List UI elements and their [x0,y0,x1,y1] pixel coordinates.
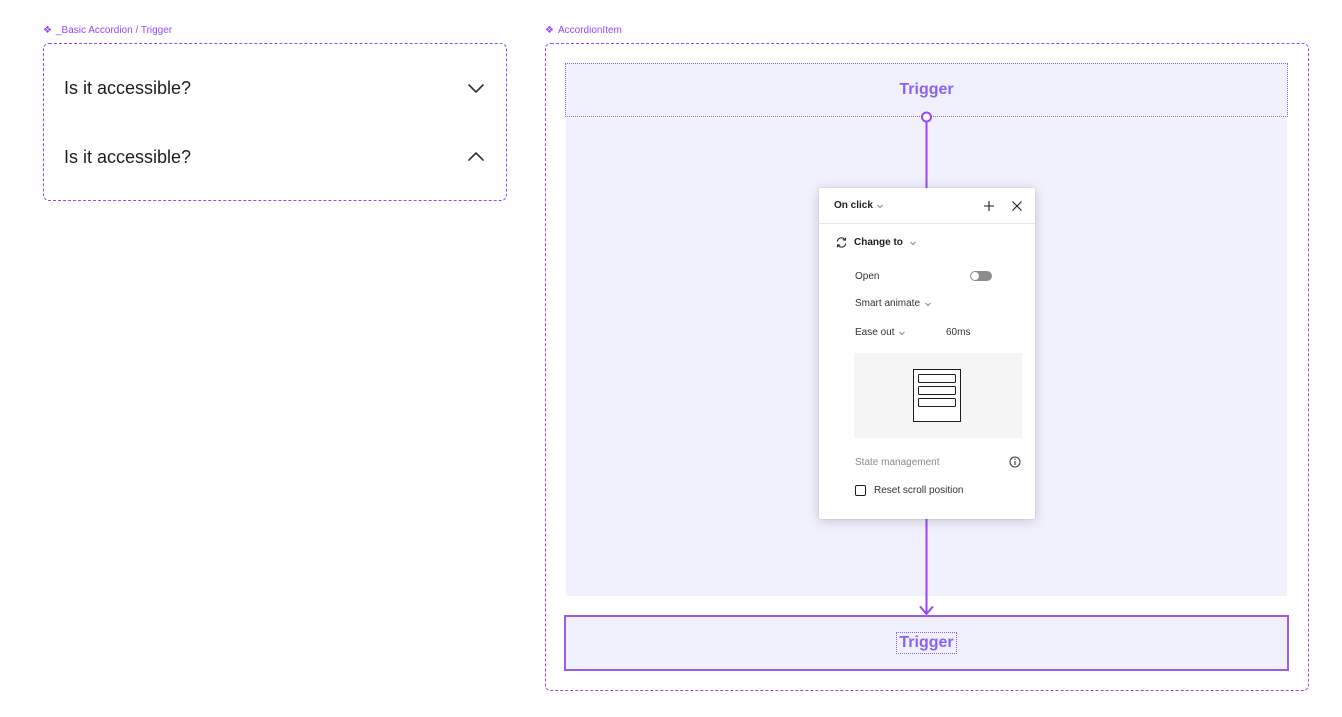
animation-label: Smart animate [855,298,921,309]
action-dropdown[interactable]: Change to [835,236,1035,249]
toggle-knob [971,272,979,280]
chevron-down-icon [925,302,931,306]
accordion-title: Is it accessible? [64,146,192,167]
property-name: Open [855,270,880,282]
interaction-header: On click [819,188,1035,224]
component-label-text: AccordionItem [557,25,622,36]
add-action-button[interactable] [981,198,997,214]
component-icon: ❖ [545,24,554,36]
property-row-open: Open [855,270,1035,282]
accordion-preview-icon [913,369,961,422]
component-label-basic-accordion[interactable]: ❖ _Basic Accordion / Trigger [43,25,172,36]
trigger-layer-top[interactable]: Trigger [565,63,1288,117]
state-management-label: State management [855,456,940,468]
reset-scroll-checkbox[interactable] [855,485,866,496]
accordion-item-frame[interactable] [545,43,1309,691]
basic-accordion-frame[interactable]: Is it accessible? Is it accessible? [43,43,507,201]
reset-scroll-row[interactable]: Reset scroll position [855,485,1035,496]
component-icon: ❖ [43,24,52,36]
interaction-details-panel[interactable]: On click Change to [819,188,1035,519]
animation-dropdown[interactable]: Smart animate [855,298,1035,309]
component-label-accordion-item[interactable]: ❖ AccordionItem [545,25,622,36]
trigger-event-dropdown[interactable]: On click [834,200,884,211]
plus-icon [984,200,994,211]
chevron-down-icon [899,331,906,335]
duration-input[interactable]: 60ms [946,327,971,338]
state-management-row: State management [855,456,1021,468]
easing-dropdown[interactable]: Ease out [855,327,895,338]
easing-row: Ease out 60ms [855,327,1035,338]
chevron-down-icon [877,204,883,208]
open-toggle[interactable] [970,271,992,281]
accordion-title: Is it accessible? [64,77,192,98]
trigger-layer-bottom-selected[interactable]: Trigger [564,615,1289,671]
trigger-label: Trigger [899,81,954,98]
accordion-item-collapsed[interactable]: Is it accessible? [64,68,486,108]
action-label: Change to [854,237,903,248]
close-button[interactable] [1009,198,1025,214]
info-icon[interactable] [1009,456,1021,468]
chevron-down-icon[interactable] [466,78,486,98]
change-to-icon [836,237,847,248]
chevron-up-icon[interactable] [466,147,486,167]
component-label-text: _Basic Accordion / Trigger [55,25,173,36]
close-icon [1012,200,1022,211]
trigger-label: Trigger [896,632,957,654]
chevron-down-icon [910,241,916,245]
animation-preview [854,353,1022,438]
trigger-event-label: On click [834,200,873,211]
accordion-item-expanded[interactable]: Is it accessible? [64,137,486,177]
reset-scroll-label: Reset scroll position [874,485,964,496]
